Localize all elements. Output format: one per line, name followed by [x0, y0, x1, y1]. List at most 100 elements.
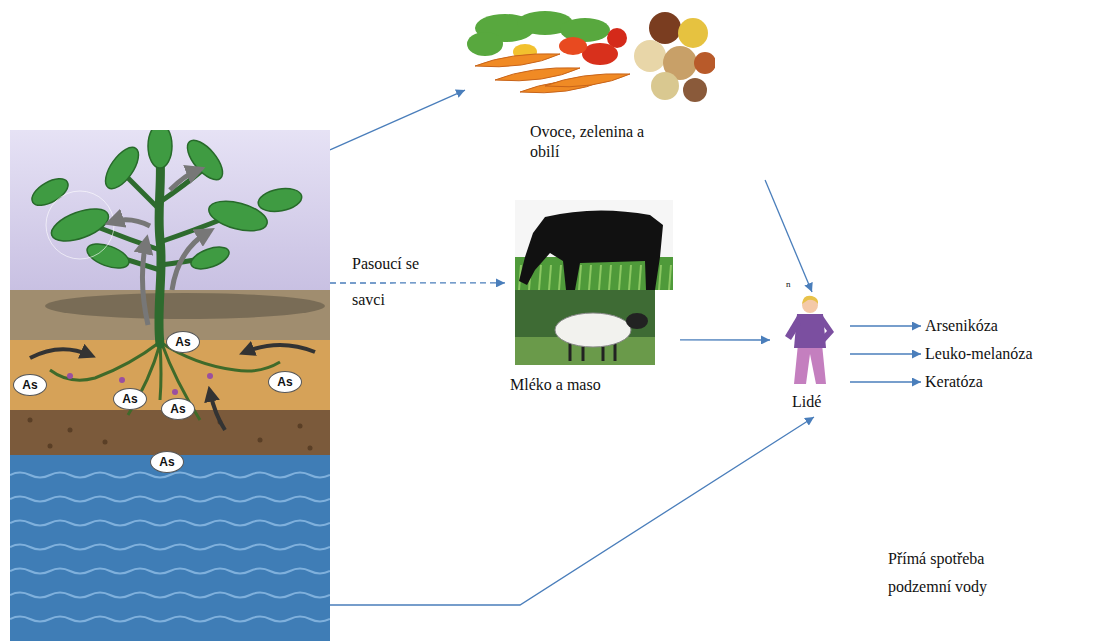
grass-blade	[629, 265, 631, 290]
element-symbol: As	[13, 374, 47, 396]
node-caption: Ovoce, zelenina a obilí	[530, 122, 660, 162]
trousers	[794, 344, 826, 384]
grass-blade	[609, 265, 611, 290]
leaf	[256, 185, 303, 214]
grass-blade	[589, 265, 591, 290]
arsenic-particle	[119, 377, 125, 383]
uptake-arrow	[210, 392, 225, 430]
cow-photo-bg	[515, 200, 673, 290]
grain-pile	[678, 18, 708, 48]
leaf	[188, 243, 232, 274]
soil-grain	[308, 446, 313, 451]
grain-pile	[683, 78, 707, 102]
arsenic-particle	[207, 373, 213, 379]
grain-pile	[649, 12, 681, 44]
disease-name: Keratóza	[925, 372, 983, 392]
arsenic-particle	[67, 373, 73, 379]
water-wave	[10, 593, 330, 598]
flow-arrow	[850, 325, 921, 326]
edge-label: Přímá spotřeba podzemní vody	[888, 545, 1018, 601]
leaf	[28, 173, 73, 210]
soil-grain	[103, 440, 108, 445]
sheep-body	[555, 313, 631, 347]
grass-blade	[539, 265, 541, 290]
humans-node: Lidé	[770, 292, 850, 417]
carrot	[475, 54, 560, 67]
stray-mark: n	[786, 279, 791, 289]
cow-silhouette	[519, 210, 663, 290]
arsenic-source-panel: AsAsAsAsAsAs	[10, 130, 330, 641]
arm	[785, 316, 801, 340]
leaf	[148, 130, 172, 168]
sheep-leg	[614, 343, 617, 361]
arsenic-particle	[172, 389, 178, 395]
branch	[160, 218, 225, 242]
disease-node: Keratóza	[925, 372, 983, 392]
transport-arrow	[112, 220, 150, 226]
leaf-highlight	[46, 191, 114, 259]
shirt	[794, 314, 826, 348]
pepper	[559, 37, 587, 55]
humans-node-art	[770, 292, 850, 387]
hair	[802, 296, 818, 304]
flow-arrow	[330, 282, 505, 283]
livestock-node: Mléko a maso	[505, 195, 680, 400]
element-symbol: As	[166, 331, 200, 353]
leafy-greens	[467, 32, 503, 56]
soil-grain	[68, 428, 73, 433]
sheep-leg	[569, 343, 572, 361]
flow-arrow	[765, 180, 812, 292]
water-wave	[10, 545, 330, 550]
grass-blade	[599, 265, 601, 290]
leaf	[99, 142, 145, 194]
grass-blade	[549, 265, 551, 290]
flow-arrow	[850, 381, 921, 382]
soil-grain	[28, 418, 33, 423]
node-caption: Mléko a maso	[510, 375, 675, 395]
grain-pile	[651, 72, 679, 100]
carrot	[545, 74, 630, 87]
flow-arrow	[680, 339, 770, 340]
water-wave	[10, 473, 330, 478]
disease-node: Arsenikóza	[925, 316, 998, 336]
produce-node-art	[465, 8, 715, 103]
arm	[820, 316, 834, 342]
livestock-node-art	[505, 195, 680, 370]
flow-arrow	[850, 353, 921, 354]
element-symbol: As	[268, 371, 302, 393]
grass-blade	[559, 265, 561, 290]
disease-name: Arsenikóza	[925, 316, 998, 336]
soil-grain	[48, 444, 53, 449]
grass-blade	[639, 265, 641, 290]
grain-pile	[634, 40, 666, 72]
pepper	[582, 43, 618, 65]
transport-arrow	[172, 232, 208, 290]
soil-grain	[258, 438, 263, 443]
topsoil	[10, 290, 330, 340]
element-symbol: As	[113, 388, 147, 410]
uptake-arrow	[245, 345, 315, 352]
soil-grain	[298, 424, 303, 429]
leaf	[47, 203, 112, 248]
transport-arrow	[142, 242, 148, 325]
water-wave	[10, 521, 330, 526]
grass-blade	[669, 265, 671, 290]
water-wave	[10, 569, 330, 574]
flow-arrow	[330, 417, 814, 605]
sheep-photo-bg	[515, 290, 655, 365]
node-caption: Lidé	[792, 392, 847, 412]
edge-label: Pasoucí se savci	[352, 246, 434, 318]
grain-pile	[694, 52, 715, 74]
ground-shadow	[45, 293, 325, 319]
element-symbol: As	[150, 451, 184, 473]
disease-name: Leuko-melanóza	[925, 344, 1033, 364]
disease-node: Leuko-melanóza	[925, 344, 1033, 364]
sheep-head	[626, 313, 648, 329]
grass-blade	[579, 265, 581, 290]
grass-blade	[619, 265, 621, 290]
element-symbol: As	[161, 398, 195, 420]
root	[160, 344, 161, 400]
grass-blade	[659, 265, 661, 290]
water-wave	[10, 617, 330, 622]
